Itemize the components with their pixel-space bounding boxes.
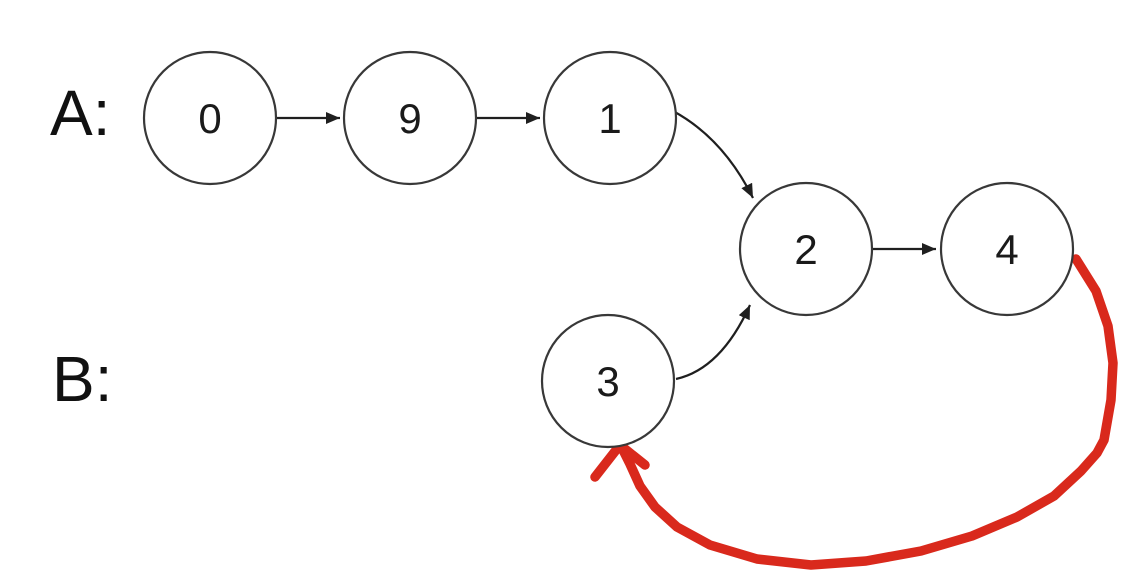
node-4-value: 4 xyxy=(995,226,1018,273)
node-9-circle xyxy=(342,50,478,186)
node-0-circle xyxy=(142,50,278,186)
list-b-label: B: xyxy=(52,343,112,415)
node-3: 3 xyxy=(540,313,676,449)
node-9-value: 9 xyxy=(398,95,421,142)
node-4: 4 xyxy=(939,181,1075,317)
node-1-circle xyxy=(542,50,678,186)
node-2-circle xyxy=(738,181,874,317)
node-1: 1 xyxy=(542,50,678,186)
node-2: 2 xyxy=(738,181,874,317)
list-a-label: A: xyxy=(50,77,110,149)
edge-3-to-2 xyxy=(675,304,752,381)
node-0: 0 xyxy=(142,50,278,186)
node-1-value: 1 xyxy=(598,95,621,142)
node-0-value: 0 xyxy=(198,95,221,142)
node-4-circle xyxy=(939,181,1075,317)
node-2-value: 2 xyxy=(794,226,817,273)
node-3-value: 3 xyxy=(596,358,619,405)
node-3-circle xyxy=(540,313,676,449)
node-9: 9 xyxy=(342,50,478,186)
edge-1-to-2 xyxy=(672,110,754,199)
red-cycle-arrow xyxy=(617,254,1118,570)
